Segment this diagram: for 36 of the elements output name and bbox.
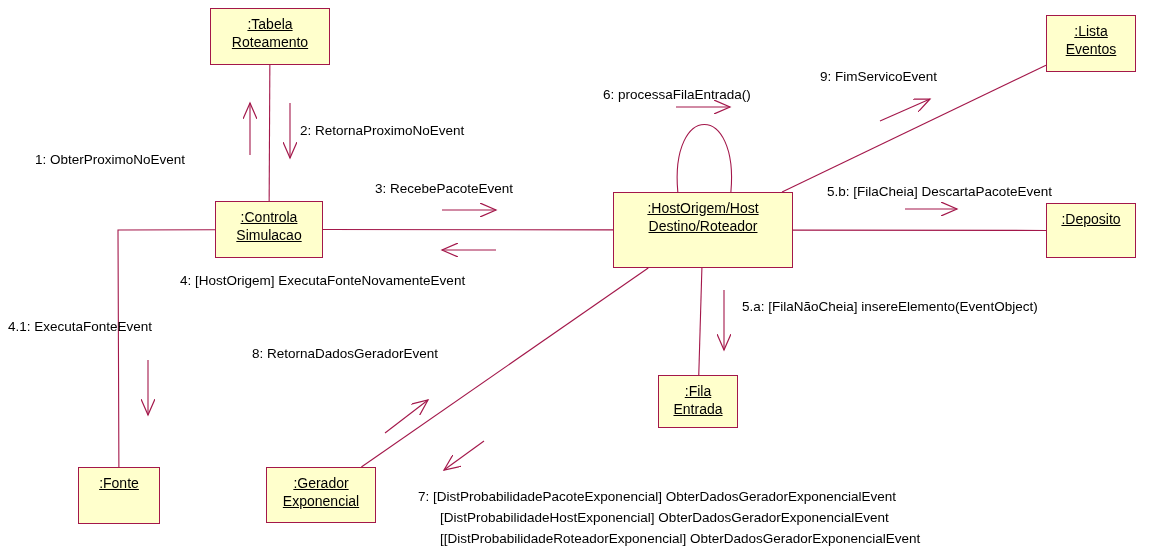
link-line <box>698 267 703 376</box>
link-line <box>322 229 614 231</box>
object-name: :Deposito <box>1061 210 1121 228</box>
message-label: 5.b: [FilaCheia] DescartaPacoteEvent <box>827 184 1053 200</box>
object-name: :Tabela Roteamento <box>230 15 310 51</box>
object-box <box>215 201 323 258</box>
object-name: :Lista Eventos <box>1064 22 1118 58</box>
object-box <box>613 192 793 268</box>
message-label: 3: RecebePacoteEvent <box>375 181 514 197</box>
object-name: :HostOrigem/Host Destino/Roteador <box>646 199 760 235</box>
message-label: 1: ObterProximoNoEvent <box>35 152 186 168</box>
message-label: 8: RetornaDadosGeradorEvent <box>252 346 439 362</box>
message-label: 2: RetornaProximoNoEvent <box>300 123 465 139</box>
message-label: 7: [DistProbabilidadePacoteExponencial] ObterDadosGeradorExponencialEvent <box>418 489 897 505</box>
message-label: 4: [HostOrigem] ExecutaFonteNovamenteEvent <box>180 273 466 289</box>
link-line <box>781 64 1047 193</box>
link-line <box>792 229 1047 231</box>
self-link <box>676 123 732 193</box>
object-box <box>1046 203 1136 258</box>
message-label: [[DistProbabilidadeRoteadorExponencial] ObterDadosGeradorExponencialEvent <box>440 531 921 547</box>
object-name: :Fila Entrada <box>672 382 724 418</box>
link-line <box>268 64 271 202</box>
object-name: :Controla Simulacao <box>235 208 303 244</box>
object-box <box>658 375 738 428</box>
object-name: :Fonte <box>99 474 139 492</box>
link-line <box>360 267 649 468</box>
object-box <box>78 467 160 524</box>
link-line <box>117 229 216 468</box>
message-label: 9: FimServicoEvent <box>820 69 938 85</box>
object-box <box>1046 15 1136 72</box>
object-box <box>210 8 330 65</box>
message-label: 6: processaFilaEntrada() <box>603 87 751 103</box>
object-name: :Gerador Exponencial <box>281 474 361 510</box>
message-label: 5.a: [FilaNãoCheia] insereElemento(EventObject) <box>742 299 1038 315</box>
object-box <box>266 467 376 523</box>
message-label: [DistProbabilidadeHostExponencial] ObterDadosGeradorExponencialEvent <box>440 510 889 526</box>
